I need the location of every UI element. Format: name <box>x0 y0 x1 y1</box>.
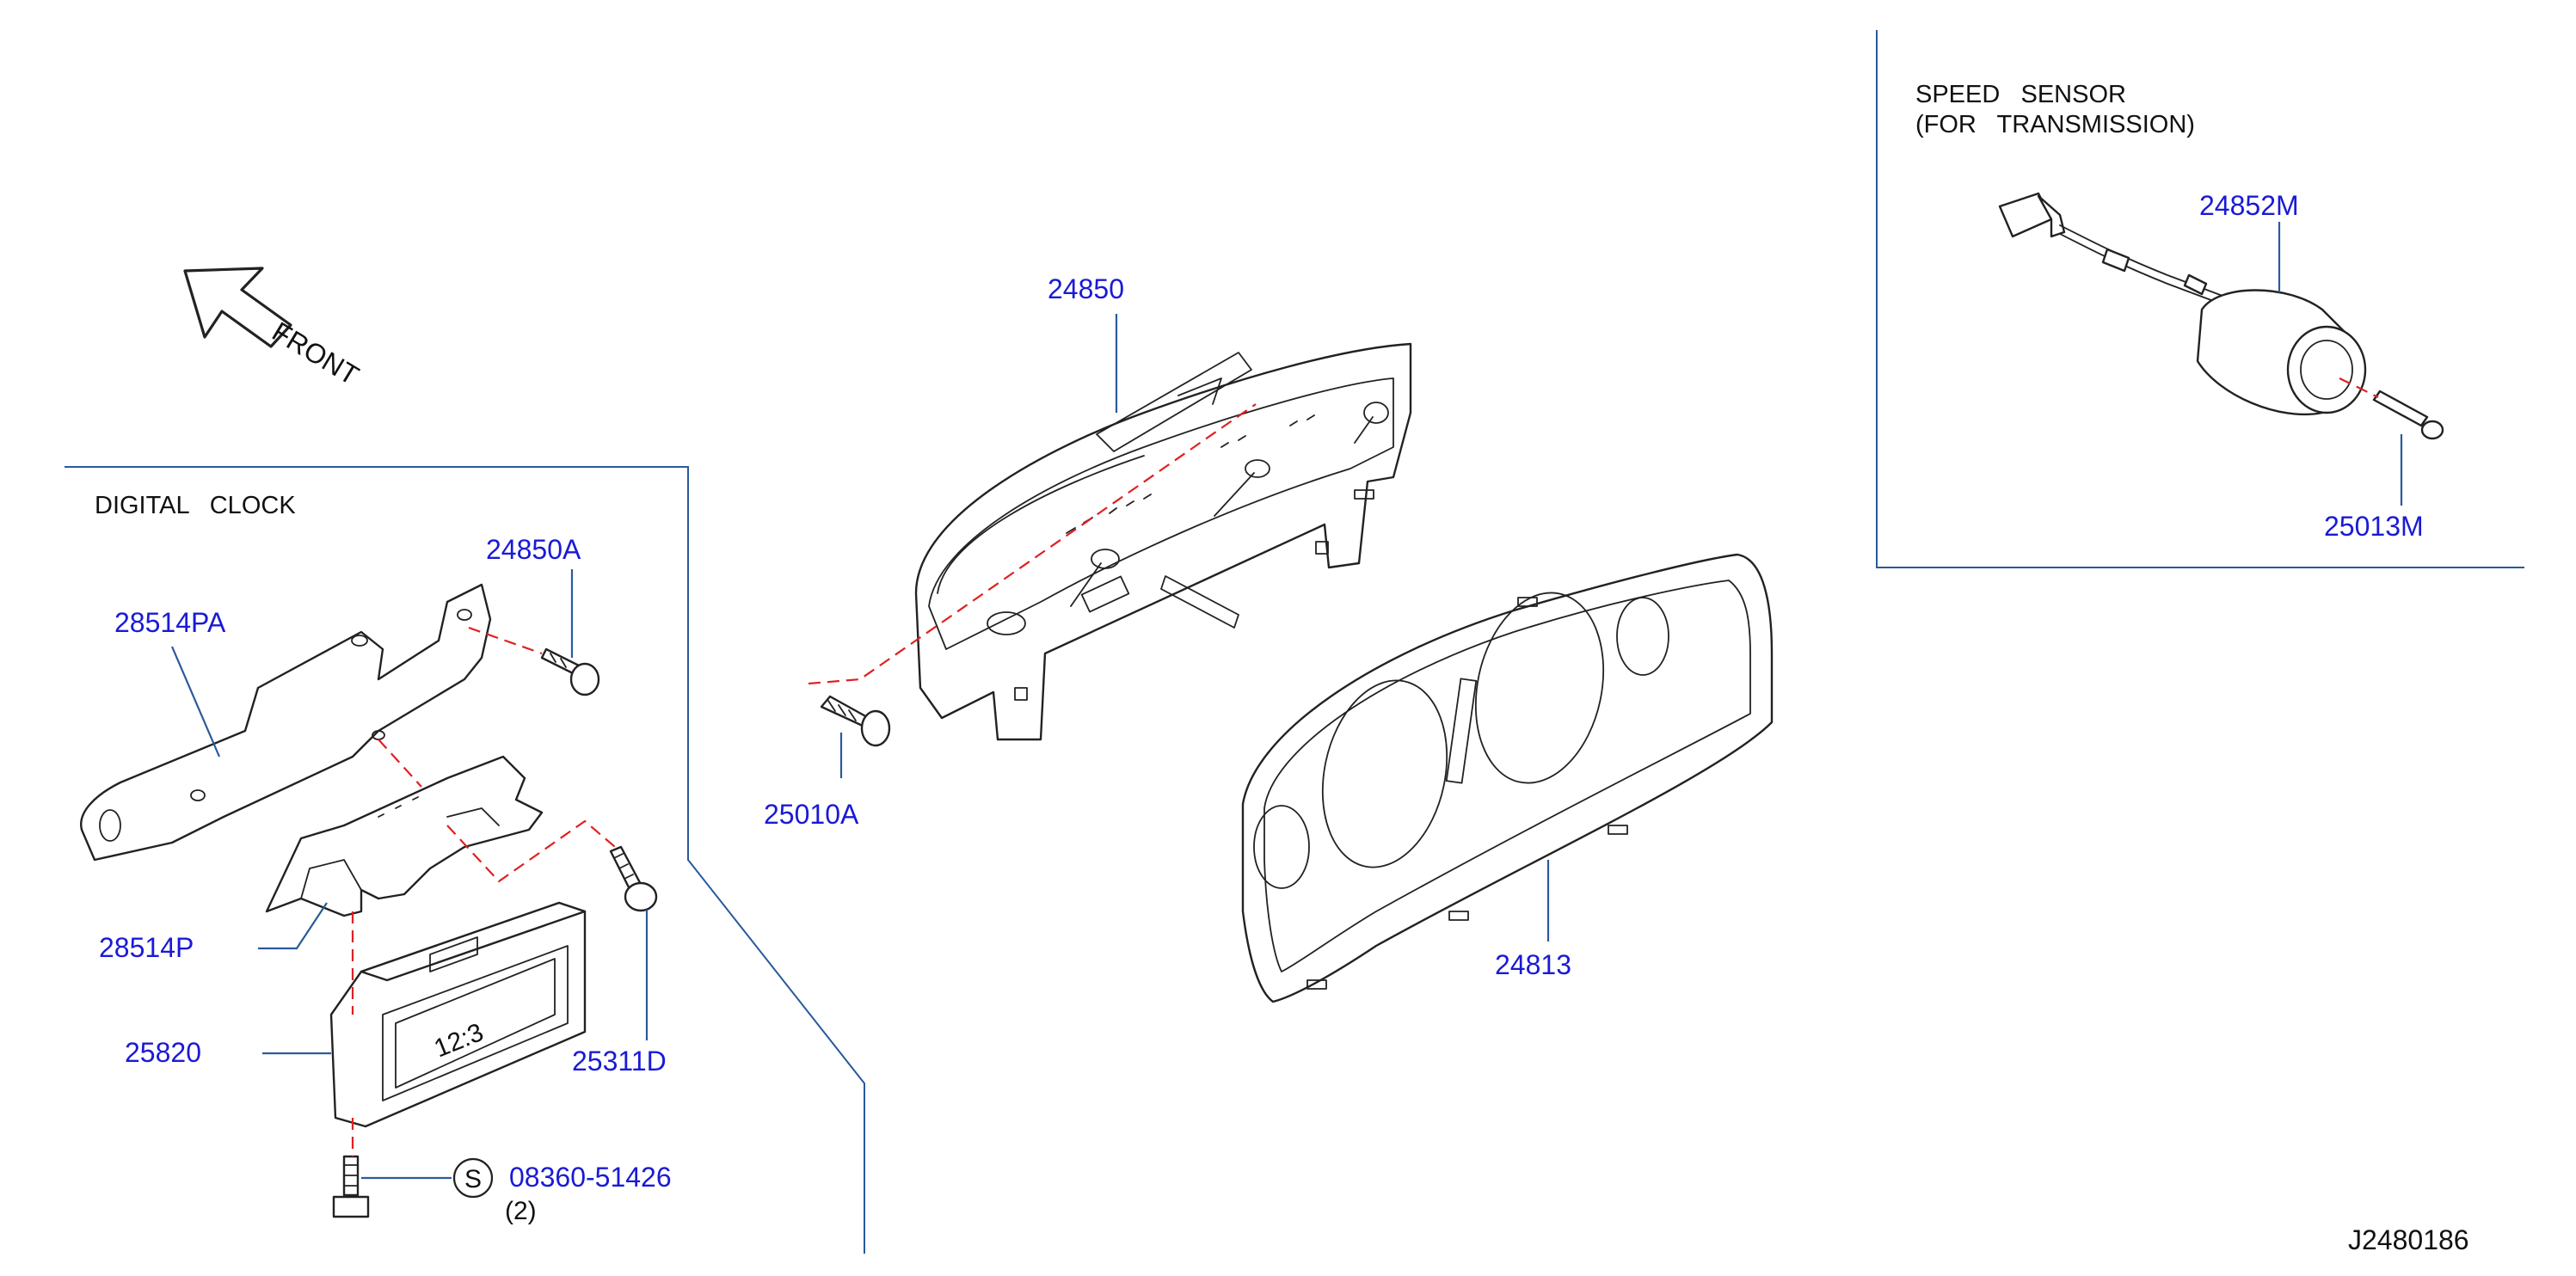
bolt-24850a-alignment <box>468 626 543 655</box>
digital-clock-title: DIGITAL CLOCK <box>95 492 296 519</box>
clock-bracket-alignment <box>378 739 422 788</box>
part-number-28514P[interactable]: 28514P <box>99 932 194 963</box>
front-arrow-icon <box>183 267 292 348</box>
part-number-24813[interactable]: 24813 <box>1495 949 1571 980</box>
front-label: FRONT <box>267 316 364 391</box>
standard-part-symbol-letter: S <box>464 1165 482 1193</box>
speed-sensor-section-frame <box>1876 30 2524 568</box>
leader-28514P <box>258 902 328 950</box>
diagram-id: J2480186 <box>2348 1224 2469 1255</box>
speed-sensor-alignment <box>2339 377 2379 398</box>
part-number-28514PA[interactable]: 28514PA <box>114 607 226 638</box>
part-number-08360-51426[interactable]: 08360-51426 <box>509 1162 672 1193</box>
bracket-28514p <box>265 755 544 917</box>
part-number-25311D[interactable]: 25311D <box>572 1046 667 1077</box>
speed-sensor-25013m <box>2372 390 2444 440</box>
screw-25010a <box>820 695 891 747</box>
part-number-25013M[interactable]: 25013M <box>2324 511 2424 542</box>
leader-28514PA <box>170 646 221 758</box>
part-quantity-08360-51426: (2) <box>505 1197 537 1225</box>
bolt-08360-51426 <box>332 1155 370 1218</box>
digital-clock-section-frame <box>65 466 865 1254</box>
part-number-25820[interactable]: 25820 <box>125 1037 201 1068</box>
bolt-24850a <box>540 647 600 696</box>
standard-part-symbol-icon: S <box>452 1157 494 1199</box>
clock-25820: 12:3 <box>329 901 587 1128</box>
speed-sensor-title-line1: SPEED SENSOR <box>1915 81 2126 108</box>
part-number-24850A[interactable]: 24850A <box>486 534 581 565</box>
part-number-24852M[interactable]: 24852M <box>2199 190 2299 221</box>
meter-finisher <box>1241 553 1774 1003</box>
speed-sensor-24852m <box>1998 192 2367 416</box>
combination-meter <box>914 342 1412 741</box>
bolt-25311d <box>609 845 658 912</box>
part-number-24850[interactable]: 24850 <box>1048 273 1124 304</box>
part-number-25010A[interactable]: 25010A <box>764 799 859 830</box>
bolt-25311d-alignment <box>446 819 616 883</box>
speed-sensor-title-line2: (FOR TRANSMISSION) <box>1915 111 2195 138</box>
